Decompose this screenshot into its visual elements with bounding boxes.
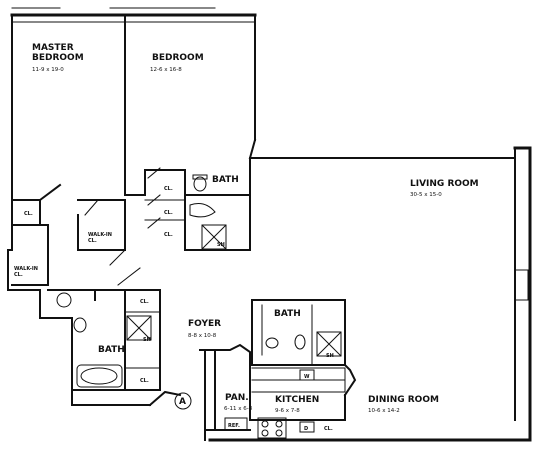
walk-in-label-2b: CL. [14,272,23,278]
washer-label: W [304,374,310,380]
fixtures [56,174,342,439]
sink [265,337,279,349]
closet-label-4: CL. [164,232,173,238]
master-bedroom-dims: 11-9 x 19-0 [32,67,64,73]
walk-in-label-1a: WALK-IN [88,232,112,238]
pantry-name: PAN. [225,393,249,403]
master-bedroom-name-2: BEDROOM [32,53,84,63]
unit-marker-label: A [179,397,186,407]
closet-label-1: CL. [24,211,33,217]
pantry-dims: 6-11 x 6-8 [224,406,253,412]
shower-label-3: SH [326,353,334,359]
walk-in-label-2a: WALK-IN [14,266,38,272]
sink [189,203,216,218]
unit-marker-circle [174,392,192,410]
bedroom-dims: 12-6 x 16-8 [150,67,182,73]
closet-label-7: CL. [324,426,333,432]
kitchen-dims: 9-6 x 7-8 [275,408,300,414]
shower-right [316,331,342,357]
walk-in-label-1b: CL. [88,238,97,244]
bathtub [76,364,123,388]
toilet-tank [192,174,208,180]
toilet [56,292,72,308]
bath-lower-name: BATH [98,345,125,355]
refrigerator-box [224,417,248,431]
shower-label-1: SH [217,242,225,248]
dining-room-dims: 10-6 x 14-2 [368,408,400,414]
toilet [73,317,87,333]
living-room-dims: 30-5 x 15-0 [410,192,442,198]
exterior-walls [7,7,532,442]
closet-label-5: CL. [140,299,149,305]
foyer-dims: 8-8 x 10-8 [188,333,217,339]
room-labels: MASTER BEDROOM 11-9 x 19-0 BEDROOM 12-6 … [14,43,479,432]
toilet [294,334,306,350]
closet-label-2: CL. [164,186,173,192]
kitchen-name: KITCHEN [275,395,319,405]
interior-walls [11,14,529,431]
bath-right-name: BATH [274,309,301,319]
dining-room-name: DINING ROOM [368,395,439,405]
master-bedroom-name-1: MASTER [32,43,74,53]
refrigerator-label: REF. [228,423,240,429]
dw-label: D [304,426,308,432]
shower-label-2: SH [143,337,151,343]
closet-label-6: CL. [140,378,149,384]
bath-upper-name: BATH [212,175,239,185]
bedroom-name: BEDROOM [152,53,204,63]
living-room-name: LIVING ROOM [410,179,479,189]
closet-label-3: CL. [164,210,173,216]
foyer-name: FOYER [188,319,221,329]
shower-lower [126,315,152,341]
stove [257,417,287,439]
washer-box [299,369,315,381]
shower-upper [201,224,227,250]
toilet [193,176,207,192]
